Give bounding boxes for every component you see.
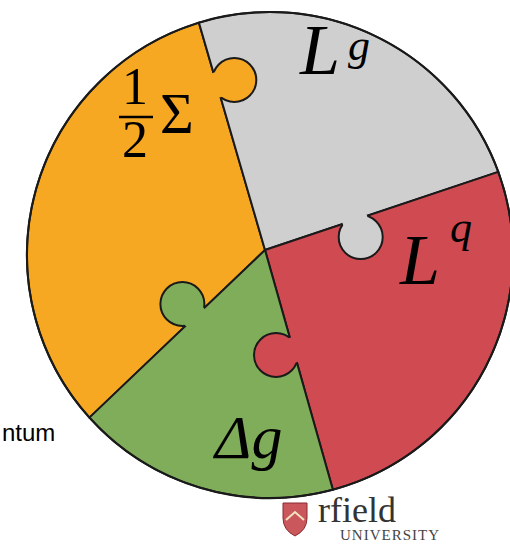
puzzle-piece: Lq xyxy=(400,206,474,298)
circle-outline xyxy=(27,12,510,498)
crest-chevron xyxy=(286,512,304,520)
university-crest xyxy=(283,503,307,536)
knob-neck xyxy=(342,207,368,233)
grey-piece xyxy=(199,12,498,250)
logo-text: UNIVERSITY xyxy=(340,528,440,543)
math-symbol: 2 xyxy=(122,114,148,166)
knob-neck xyxy=(281,337,307,363)
green-piece xyxy=(89,250,333,498)
knob-neck xyxy=(204,72,230,98)
math-symbol: Σ xyxy=(160,85,194,143)
puzzle-piece: Δg xyxy=(215,406,285,470)
math-symbol: 1 xyxy=(122,61,148,113)
logo-text: rfield xyxy=(318,492,396,528)
slide-text: ntum xyxy=(2,421,55,445)
puzzle-piece: Lg xyxy=(300,14,372,88)
math-symbol: L xyxy=(300,14,340,86)
puzzle-piece: 12Σ xyxy=(110,50,196,168)
math-symbol: q xyxy=(450,206,472,250)
math-symbol: Δg xyxy=(215,406,282,468)
math-symbol: g xyxy=(348,24,370,68)
knob-neck xyxy=(182,304,208,330)
math-symbol: L xyxy=(400,224,440,296)
